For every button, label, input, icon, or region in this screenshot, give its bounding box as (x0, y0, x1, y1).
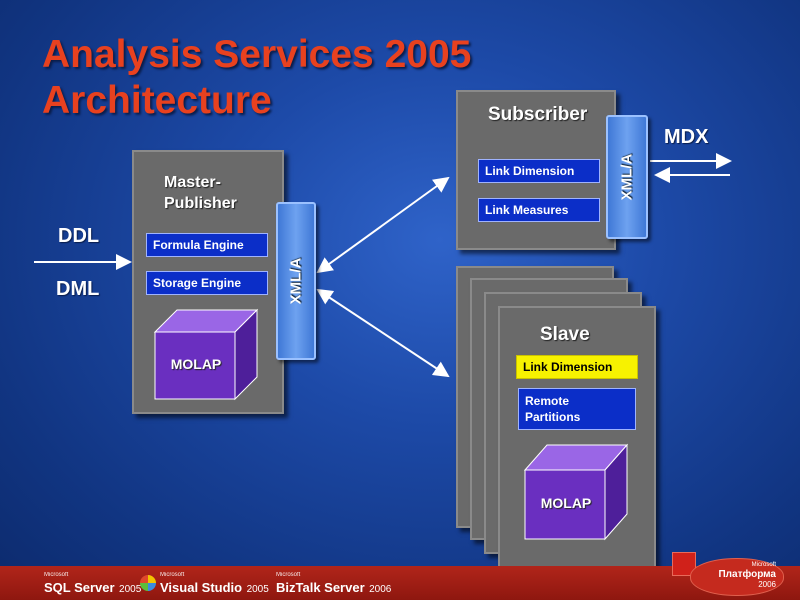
visual-studio-icon (140, 575, 156, 591)
subscriber-link-measures-box: Link Measures (478, 198, 600, 222)
slave-label: Slave (540, 324, 590, 345)
slave-remote-partitions-box: Remote Partitions (518, 388, 636, 430)
master-xmla-bar: XML/A (276, 202, 316, 360)
master-label-line-1: Master- (164, 174, 221, 191)
subscriber-xmla-bar: XML/A (606, 115, 648, 239)
platform-logo-oval (690, 558, 784, 596)
sql-version: 2005 (119, 584, 142, 595)
biztalk-ms: Microsoft (276, 572, 301, 578)
vs-product: Visual Studio (160, 580, 243, 595)
footer-bar: Microsoft SQL Server 2005 Microsoft Visu… (0, 552, 800, 600)
storage-engine-box: Storage Engine (146, 271, 268, 295)
sql-ms: Microsoft (44, 572, 69, 578)
master-molap-cube (153, 308, 259, 401)
sql-server-logo: Microsoft SQL Server 2005 (44, 572, 141, 597)
master-subscriber-arrow (316, 176, 450, 274)
subscriber-link-dimension-box: Link Dimension (478, 159, 600, 183)
biztalk-product: BizTalk Server (276, 580, 365, 595)
master-xmla-label: XML/A (287, 257, 305, 305)
platform-version: 2006 (758, 580, 776, 589)
subscriber-label: Subscriber (488, 104, 588, 125)
title-line-1: Analysis Services 2005 (42, 33, 472, 76)
formula-engine-box: Formula Engine (146, 233, 268, 257)
vs-ms: Microsoft (160, 572, 185, 578)
remote-partitions-line-1: Remote (525, 394, 570, 408)
master-slave-arrow (316, 288, 450, 378)
dml-label: DML (56, 278, 100, 300)
platform-ms: Microsoft (751, 562, 776, 568)
platform-product: Платформа (718, 569, 776, 580)
platform-logo: Microsoft Платформа 2006 (702, 562, 776, 589)
mdx-label: MDX (664, 126, 709, 148)
biztalk-logo: Microsoft BizTalk Server 2006 (276, 572, 391, 597)
master-molap-label: MOLAP (170, 356, 222, 372)
remote-partitions-line-2: Partitions (525, 410, 581, 424)
master-label-line-2: Publisher (164, 195, 237, 212)
visual-studio-logo: Microsoft Visual Studio 2005 (160, 572, 269, 597)
subscriber-node: Subscriber Link Dimension Link Measures (456, 90, 616, 250)
vs-version: 2005 (246, 584, 269, 595)
sql-product: SQL Server (44, 580, 115, 595)
slave-node: Slave Link Dimension Remote Partitions M… (498, 306, 656, 568)
master-publisher-node: Master- Publisher Formula Engine Storage… (132, 150, 284, 414)
slave-molap-label: MOLAP (540, 495, 592, 511)
slide-title: Analysis Services 2005 Architecture (42, 32, 562, 124)
subscriber-xmla-label: XML/A (618, 153, 636, 201)
master-publisher-label: Master- Publisher (164, 172, 237, 214)
biztalk-version: 2006 (369, 584, 392, 595)
title-line-2: Architecture (42, 79, 272, 122)
slave-molap-cube (523, 443, 629, 541)
slave-link-dimension-box: Link Dimension (516, 355, 638, 379)
ddl-label: DDL (58, 225, 100, 247)
